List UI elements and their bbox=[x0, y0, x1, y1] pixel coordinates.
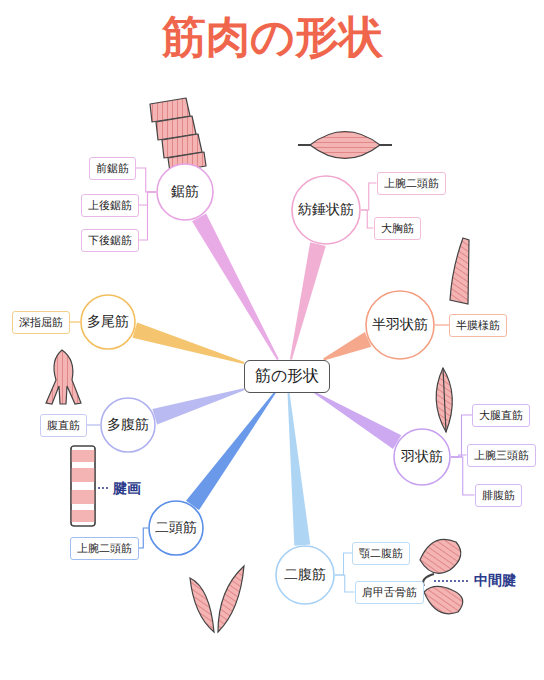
example-box: 大胸筋 bbox=[374, 217, 421, 240]
category-circle: 半羽状筋 bbox=[365, 290, 435, 360]
node-text: 二頭筋 bbox=[155, 519, 197, 537]
node-text: 肩甲舌骨筋 bbox=[362, 585, 417, 600]
node-text: 上後鋸筋 bbox=[88, 198, 132, 213]
bracket-connector bbox=[335, 575, 355, 592]
example-box: 上腕二頭筋 bbox=[70, 537, 139, 560]
example-box: 深指屈筋 bbox=[12, 311, 70, 334]
node-text: 二腹筋 bbox=[284, 566, 326, 584]
bracket-connector bbox=[87, 424, 101, 425]
bracket-connector bbox=[335, 553, 352, 575]
circle-outline-shape bbox=[292, 176, 360, 244]
node-text: 多尾筋 bbox=[87, 313, 129, 331]
category-circle: 羽状筋 bbox=[393, 428, 451, 486]
example-box: 腹直筋 bbox=[40, 414, 87, 437]
circle-outline-shape bbox=[149, 501, 203, 555]
node-text: 顎二腹筋 bbox=[359, 546, 403, 561]
node-text: 紡錘状筋 bbox=[298, 201, 354, 219]
circle-outline-shape bbox=[394, 429, 450, 485]
example-box: 半膜様筋 bbox=[449, 314, 507, 337]
branch-wedge bbox=[287, 392, 310, 545]
example-box: 上腕三頭筋 bbox=[467, 444, 536, 467]
category-circle: 鋸筋 bbox=[156, 163, 214, 221]
biceps-figure bbox=[190, 566, 244, 632]
bracket-connector bbox=[139, 528, 149, 548]
example-box: 上腕二頭筋 bbox=[377, 172, 446, 195]
category-circle: 多腹筋 bbox=[100, 397, 156, 453]
root-box: 筋の形状 bbox=[244, 360, 330, 393]
node-text: 上腕二頭筋 bbox=[384, 176, 439, 191]
example-box: 下後鋸筋 bbox=[81, 229, 139, 252]
category-circle: 二頭筋 bbox=[148, 500, 204, 556]
node-text: 上腕二頭筋 bbox=[77, 541, 132, 556]
circle-outline-shape bbox=[276, 546, 334, 604]
branch-wedge bbox=[192, 213, 279, 359]
node-text: 腹直筋 bbox=[47, 418, 80, 433]
circle-outline-shape bbox=[81, 295, 135, 349]
node-text: 羽状筋 bbox=[401, 448, 443, 466]
node-text: 腓腹筋 bbox=[482, 488, 515, 503]
pennate-figure bbox=[436, 368, 452, 432]
category-circle: 二腹筋 bbox=[275, 545, 335, 605]
node-text: 多腹筋 bbox=[107, 416, 149, 434]
bracket-connector bbox=[136, 168, 157, 192]
digastric-figure bbox=[420, 539, 470, 613]
circle-outline-shape bbox=[157, 164, 213, 220]
circle-outline-shape bbox=[366, 291, 434, 359]
branch-wedge bbox=[152, 388, 244, 424]
node-text: 半羽状筋 bbox=[372, 316, 428, 334]
category-circle: 多尾筋 bbox=[80, 294, 136, 350]
example-box: 顎二腹筋 bbox=[352, 542, 410, 565]
node-text: 深指屈筋 bbox=[19, 315, 63, 330]
bracket-connector bbox=[70, 321, 80, 322]
node-text: 前鋸筋 bbox=[96, 161, 129, 176]
category-circle: 紡錘状筋 bbox=[291, 175, 361, 245]
fusiform-figure bbox=[298, 132, 392, 159]
node-text: 筋の形状 bbox=[255, 366, 319, 387]
example-box: 上後鋸筋 bbox=[81, 194, 139, 217]
example-box: 腓腹筋 bbox=[475, 484, 522, 507]
diagram-title: 筋肉の形状 bbox=[0, 8, 544, 67]
example-box: 前鋸筋 bbox=[89, 157, 136, 180]
node-text: 半膜様筋 bbox=[456, 318, 500, 333]
semipennate-figure bbox=[450, 238, 469, 304]
branch-wedge bbox=[132, 322, 244, 364]
bracket-connector bbox=[361, 210, 374, 228]
branch-wedge bbox=[314, 392, 401, 449]
bracket-connector bbox=[139, 192, 156, 240]
callout-label: 腱画 bbox=[113, 480, 141, 498]
branch-wedge bbox=[186, 392, 276, 510]
bracket-connector bbox=[435, 324, 449, 325]
node-text: 上腕三頭筋 bbox=[474, 448, 529, 463]
node-text: 大腿直筋 bbox=[479, 408, 523, 423]
node-text: 鋸筋 bbox=[171, 183, 199, 201]
branch-wedge bbox=[290, 242, 326, 359]
serratus-figure bbox=[150, 98, 206, 172]
branch-wedge bbox=[323, 332, 371, 360]
node-text: 大胸筋 bbox=[381, 221, 414, 236]
example-box: 大腿直筋 bbox=[472, 404, 530, 427]
example-box: 肩甲舌骨筋 bbox=[355, 581, 424, 604]
multi-tail-figure bbox=[46, 350, 81, 404]
multi-belly-figure bbox=[71, 446, 110, 526]
callout-label: 中間腱 bbox=[474, 572, 516, 590]
circle-outline-shape bbox=[101, 398, 155, 452]
bracket-connector bbox=[361, 183, 377, 210]
node-text: 下後鋸筋 bbox=[88, 233, 132, 248]
